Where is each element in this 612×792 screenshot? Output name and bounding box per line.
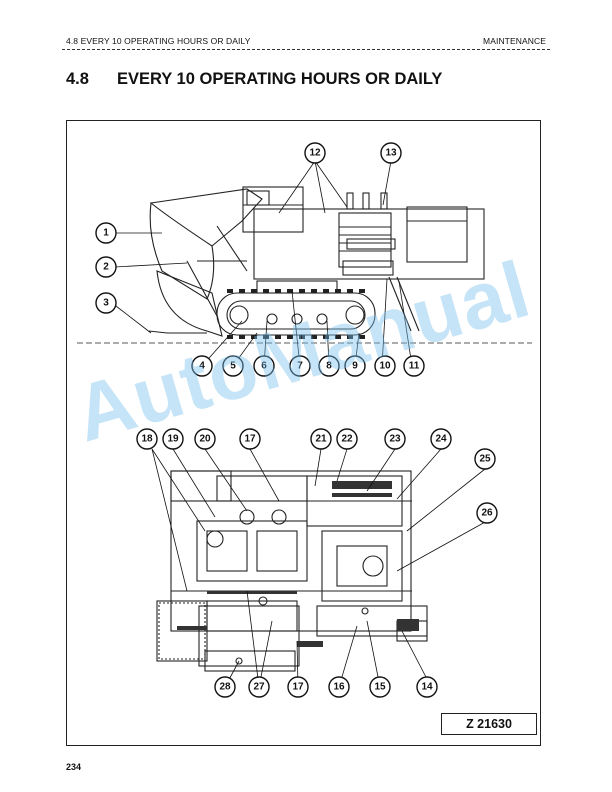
svg-text:5: 5 — [230, 361, 236, 372]
callout-4: 4 — [191, 355, 213, 377]
page-number: 234 — [66, 762, 82, 772]
callout-14: 14 — [416, 676, 438, 698]
callout-6: 6 — [253, 355, 275, 377]
running-header-section: 4.8 EVERY 10 OPERATING HOURS OR DAILY — [66, 36, 251, 46]
figure-reference-box: Z 21630 — [441, 713, 537, 735]
callout-17-top: 17 — [239, 428, 261, 450]
callout-19: 19 — [162, 428, 184, 450]
section-title: 4.8 EVERY 10 OPERATING HOURS OR DAILY — [66, 70, 442, 89]
svg-text:16: 16 — [333, 682, 345, 693]
svg-text:21: 21 — [315, 434, 327, 445]
callout-3: 3 — [95, 292, 117, 314]
top-view-drawing — [156, 470, 428, 672]
callout-15: 15 — [369, 676, 391, 698]
header-rule — [62, 49, 550, 50]
callout-7: 7 — [289, 355, 311, 377]
svg-text:24: 24 — [435, 434, 447, 445]
svg-text:15: 15 — [374, 682, 386, 693]
callout-17-bottom: 17 — [287, 676, 309, 698]
callout-12: 12 — [304, 142, 326, 164]
callout-18: 18 — [136, 428, 158, 450]
side-view-drawing — [77, 186, 532, 344]
callout-13: 13 — [380, 142, 402, 164]
svg-text:18: 18 — [141, 434, 153, 445]
callout-16: 16 — [328, 676, 350, 698]
svg-text:17: 17 — [292, 682, 304, 693]
svg-text:9: 9 — [352, 361, 358, 372]
callout-27: 27 — [248, 676, 270, 698]
svg-text:13: 13 — [385, 148, 397, 159]
callout-11: 11 — [403, 355, 425, 377]
callout-21: 21 — [310, 428, 332, 450]
leader-lines — [111, 160, 488, 688]
svg-text:4: 4 — [199, 361, 205, 372]
section-heading: EVERY 10 OPERATING HOURS OR DAILY — [116, 70, 443, 88]
svg-text:3: 3 — [103, 298, 109, 309]
callout-5: 5 — [222, 355, 244, 377]
callout-24: 24 — [430, 428, 452, 450]
svg-text:28: 28 — [219, 682, 231, 693]
callout-25: 25 — [474, 448, 496, 470]
svg-text:6: 6 — [261, 361, 267, 372]
callout-22: 22 — [336, 428, 358, 450]
svg-text:20: 20 — [199, 434, 211, 445]
callout-26: 26 — [476, 502, 498, 524]
svg-text:22: 22 — [341, 434, 353, 445]
section-number: 4.8 — [66, 70, 89, 88]
callout-2: 2 — [95, 256, 117, 278]
svg-text:2: 2 — [103, 262, 109, 273]
top-view-detail-fill — [177, 481, 419, 647]
figure-frame: 1 2 3 4 5 6 7 8 9 10 11 12 13 18 19 20 1… — [66, 120, 541, 746]
callout-23: 23 — [384, 428, 406, 450]
callout-10: 10 — [374, 355, 396, 377]
svg-text:1: 1 — [103, 228, 109, 239]
svg-text:14: 14 — [421, 682, 433, 693]
svg-text:8: 8 — [326, 361, 332, 372]
svg-text:27: 27 — [253, 682, 265, 693]
svg-text:23: 23 — [389, 434, 401, 445]
svg-text:7: 7 — [297, 361, 303, 372]
svg-text:25: 25 — [479, 454, 491, 465]
callout-8: 8 — [318, 355, 340, 377]
excavator-diagram: 1 2 3 4 5 6 7 8 9 10 11 12 13 18 19 20 1… — [77, 142, 532, 698]
running-header-chapter: MAINTENANCE — [483, 36, 546, 46]
svg-text:19: 19 — [167, 434, 179, 445]
callout-9: 9 — [344, 355, 366, 377]
svg-text:26: 26 — [481, 508, 493, 519]
callout-28: 28 — [214, 676, 236, 698]
svg-text:17: 17 — [244, 434, 256, 445]
callout-20: 20 — [194, 428, 216, 450]
svg-text:12: 12 — [309, 148, 321, 159]
svg-text:11: 11 — [409, 361, 420, 372]
svg-text:10: 10 — [379, 361, 391, 372]
callout-1: 1 — [95, 222, 117, 244]
